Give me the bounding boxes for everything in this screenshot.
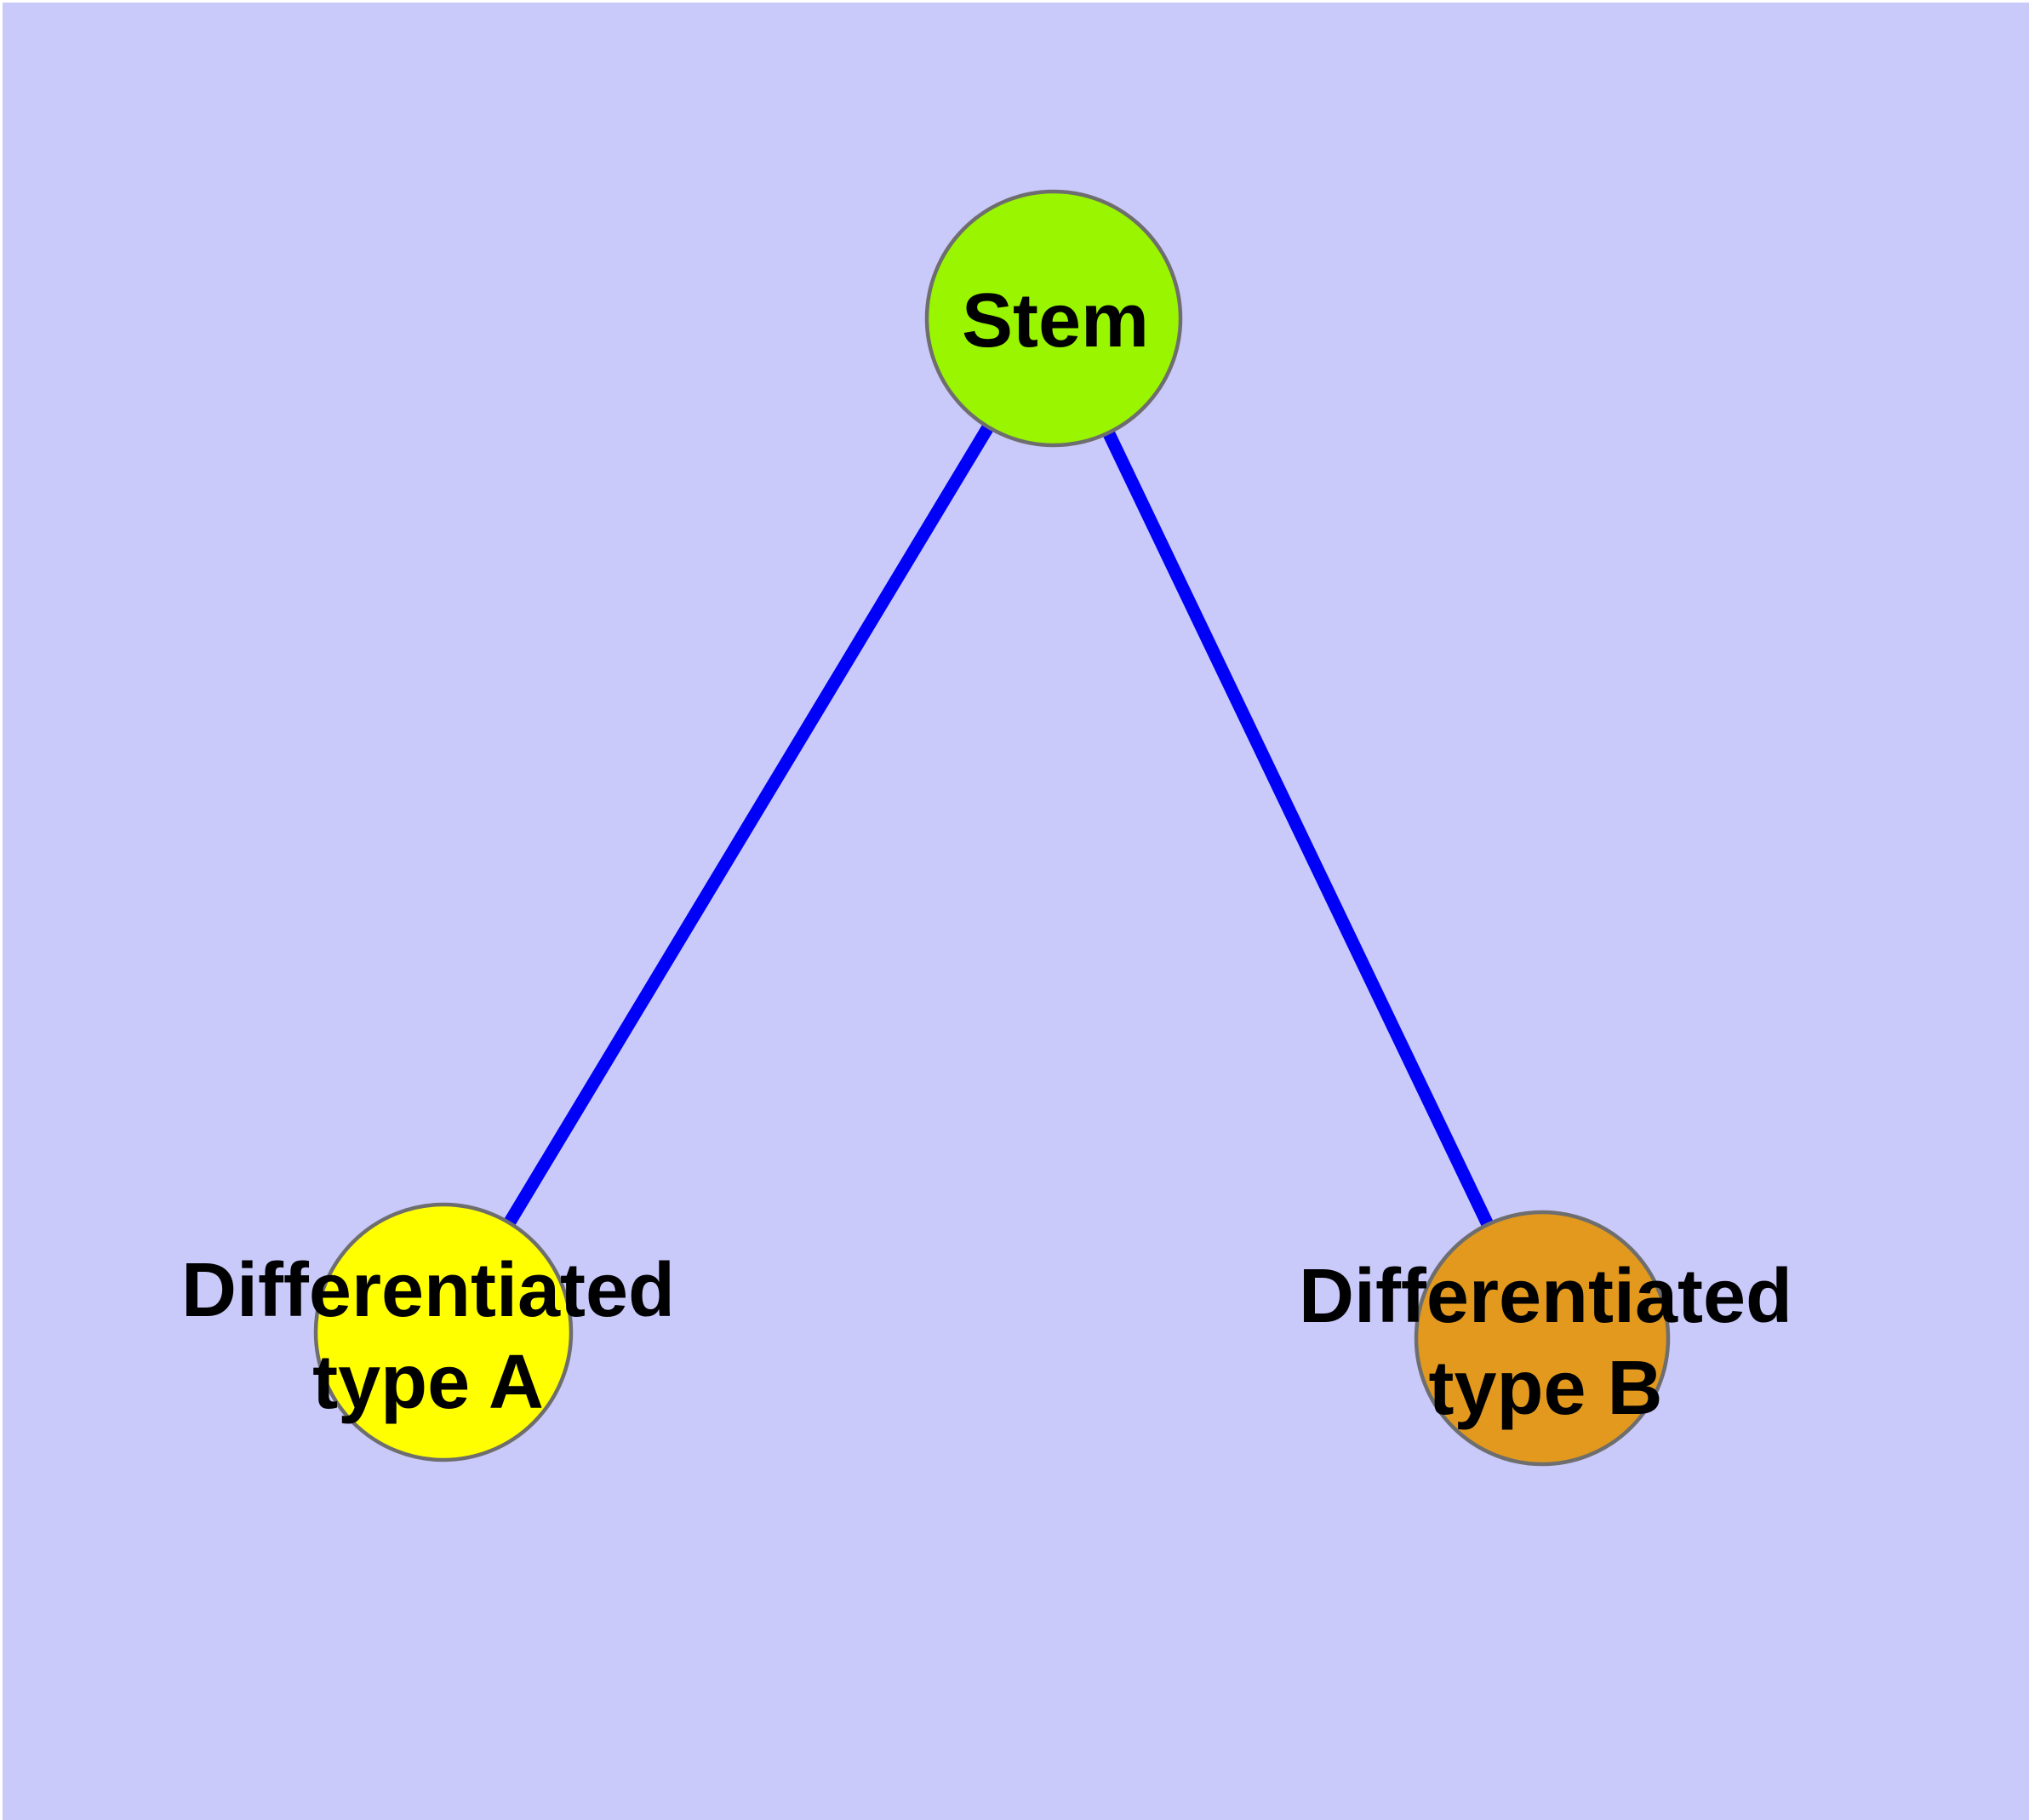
edge-stem-to-typeB — [1048, 315, 1548, 1342]
node-typeA-label-line2: type A — [312, 1340, 544, 1425]
node-typeA-label-line1: Differentiated — [181, 1248, 675, 1333]
node-typeB-circle — [1414, 1210, 1671, 1467]
node-stem-label: Stem — [962, 278, 1149, 363]
node-typeB-label-line1: Differentiated — [1299, 1254, 1792, 1339]
node-typeA-circle — [313, 1202, 574, 1462]
node-stem-circle — [924, 189, 1183, 448]
node-typeB-label-line2: type B — [1428, 1346, 1662, 1431]
edge-stem-to-typeA — [437, 315, 1060, 1336]
